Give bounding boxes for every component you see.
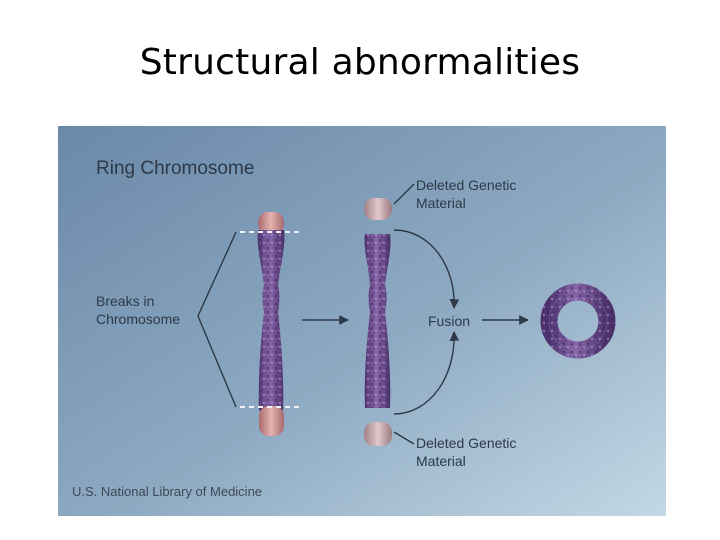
top-telomere (258, 212, 284, 234)
fusion-arrow-bottom (393, 331, 460, 415)
figure-background (58, 126, 666, 516)
deleted-fragment-top (364, 198, 392, 220)
deleted-top-label: Deleted Genetic Material (416, 177, 520, 211)
pointer-deleted-bottom (393, 431, 415, 445)
deleted-fragment-bottom (364, 422, 392, 446)
breaks-bracket (197, 231, 237, 408)
ring-chromosome-figure: Ring Chromosome Breaks in Chromosome (58, 126, 666, 516)
fusion-label: Fusion (428, 313, 470, 329)
figure-heading: Ring Chromosome (96, 158, 254, 179)
breaks-label: Breaks in Chromosome (96, 293, 180, 327)
original-chromosome (240, 212, 302, 436)
fusion-arrow-top (393, 229, 460, 309)
broken-chromosome (364, 198, 392, 446)
pointer-deleted-top (393, 183, 415, 205)
deleted-bottom-label: Deleted Genetic Material (416, 435, 520, 469)
ring-chromosome-diagram: Ring Chromosome Breaks in Chromosome (58, 126, 666, 516)
ring-chromosome (540, 283, 616, 359)
credit-text: U.S. National Library of Medicine (72, 484, 262, 499)
bottom-telomere (259, 406, 284, 436)
slide-title: Structural abnormalities (139, 42, 581, 83)
